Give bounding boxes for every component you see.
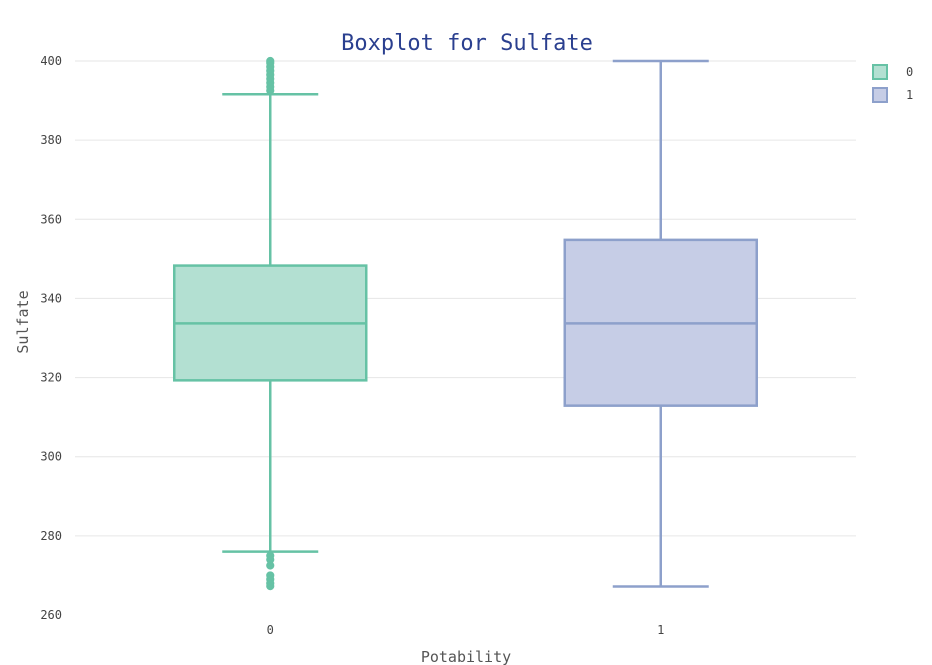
y-tick-label: 280 [40, 529, 62, 543]
y-tick-label: 380 [40, 133, 62, 147]
box-series [173, 56, 758, 591]
chart-title: Boxplot for Sulfate [341, 31, 593, 56]
legend-swatch [872, 64, 888, 80]
x-tick-label: 0 [267, 623, 274, 637]
y-tick-label: 300 [40, 450, 62, 464]
outlier-point [266, 561, 275, 570]
y-tick-labels: 260 280 300 320 340 360 380 400 [40, 54, 62, 622]
y-tick-label: 260 [40, 608, 62, 622]
box-1[interactable] [563, 59, 758, 588]
legend-label: 0 [906, 65, 913, 79]
y-tick-label: 340 [40, 291, 62, 305]
outlier-point [266, 582, 275, 591]
legend-swatch [872, 87, 888, 103]
x-tick-label: 1 [657, 623, 664, 637]
legend-item-0[interactable]: 0 [872, 64, 913, 80]
legend-item-1[interactable]: 1 [872, 87, 913, 103]
y-tick-label: 360 [40, 212, 62, 226]
x-axis-title: Potability [421, 648, 511, 665]
y-axis-title: Sulfate [14, 290, 32, 353]
legend[interactable]: 01 [872, 64, 913, 103]
legend-label: 1 [906, 88, 913, 102]
y-tick-label: 320 [40, 371, 62, 385]
y-tick-label: 400 [40, 54, 62, 68]
box-0[interactable] [173, 56, 368, 591]
outlier-point [266, 56, 275, 66]
